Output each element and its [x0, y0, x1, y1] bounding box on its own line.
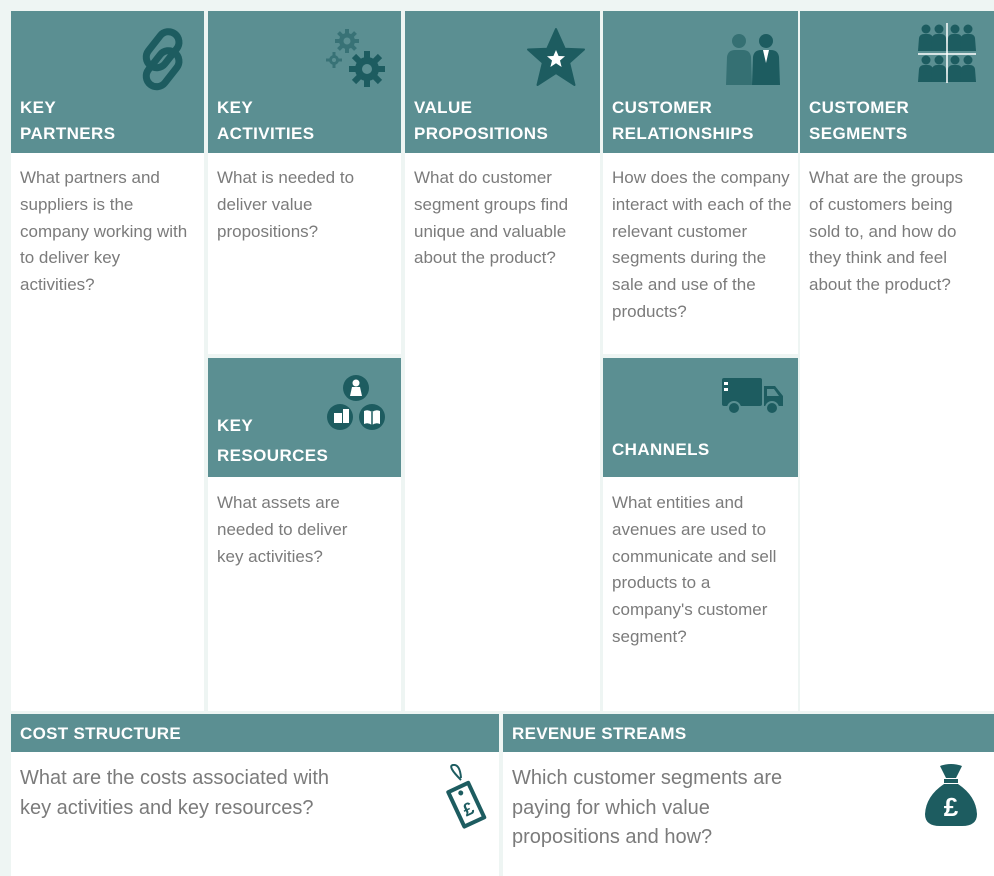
key-partners-header: KEY PARTNERS	[11, 11, 204, 153]
key-activities-title: KEY ACTIVITIES	[217, 98, 315, 143]
channels-block: CHANNELS What entities and avenues are u…	[603, 358, 798, 711]
value-propositions-text: What do customer segment groups find uni…	[414, 168, 569, 268]
segments-icon	[918, 23, 976, 83]
link-icon	[138, 27, 188, 93]
revenue-streams-header: REVENUE STREAMS	[503, 714, 994, 752]
truck-icon	[722, 376, 784, 416]
value-propositions-header: VALUE PROPOSITIONS	[405, 11, 600, 153]
revenue-streams-block: REVENUE STREAMS Which customer segments …	[503, 714, 994, 876]
revenue-streams-text: Which customer segments are paying for w…	[512, 767, 783, 848]
key-resources-header: KEY RESOURCES	[208, 358, 401, 477]
cost-structure-header: COST STRUCTURE	[11, 714, 499, 752]
customer-relationships-header: CUSTOMER RELATIONSHIPS	[603, 11, 798, 153]
customer-segments-text: What are the groups of customers being s…	[809, 168, 964, 295]
revenue-streams-title: REVENUE STREAMS	[512, 724, 687, 743]
cost-structure-text: What are the costs associated with key a…	[20, 767, 330, 819]
price-tag-icon: £	[441, 764, 489, 830]
customer-relationships-block: CUSTOMER RELATIONSHIPS How does the comp…	[603, 11, 798, 354]
key-partners-text: What partners and suppliers is the compa…	[20, 168, 188, 295]
resources-icon	[325, 374, 387, 432]
people-icon	[722, 33, 784, 87]
key-activities-header: KEY ACTIVITIES	[208, 11, 401, 153]
channels-header: CHANNELS	[603, 358, 798, 477]
customer-segments-title: CUSTOMER SEGMENTS	[809, 98, 910, 143]
gears-icon	[325, 27, 387, 91]
customer-relationships-text: How does the company interact with each …	[612, 168, 792, 321]
value-propositions-block: VALUE PROPOSITIONS What do customer segm…	[405, 11, 600, 711]
cost-structure-title: COST STRUCTURE	[20, 724, 181, 743]
customer-relationships-title: CUSTOMER RELATIONSHIPS	[612, 98, 754, 143]
channels-title: CHANNELS	[612, 440, 710, 459]
customer-segments-block: CUSTOMER SEGMENTS What are the groups of…	[800, 11, 994, 711]
channels-text: What entities and avenues are used to co…	[612, 493, 777, 646]
key-partners-title: KEY PARTNERS	[20, 98, 116, 143]
key-activities-block: KEY ACTIVITIES What is needed to deliver…	[208, 11, 401, 354]
key-activities-text: What is needed to deliver value proposit…	[217, 168, 355, 241]
money-bag-icon: £	[922, 762, 980, 828]
key-partners-block: KEY PARTNERS What partners and suppliers…	[11, 11, 204, 711]
customer-segments-header: CUSTOMER SEGMENTS	[800, 11, 994, 153]
revenue-currency-symbol: £	[944, 792, 959, 822]
value-propositions-title: VALUE PROPOSITIONS	[414, 98, 549, 143]
key-resources-title: KEY RESOURCES	[217, 416, 329, 465]
star-icon	[526, 27, 586, 89]
cost-structure-block: COST STRUCTURE What are the costs associ…	[11, 714, 499, 876]
key-resources-text: What assets are needed to deliver key ac…	[217, 493, 348, 566]
key-resources-block: KEY RESOURCES What assets are needed to …	[208, 358, 401, 711]
